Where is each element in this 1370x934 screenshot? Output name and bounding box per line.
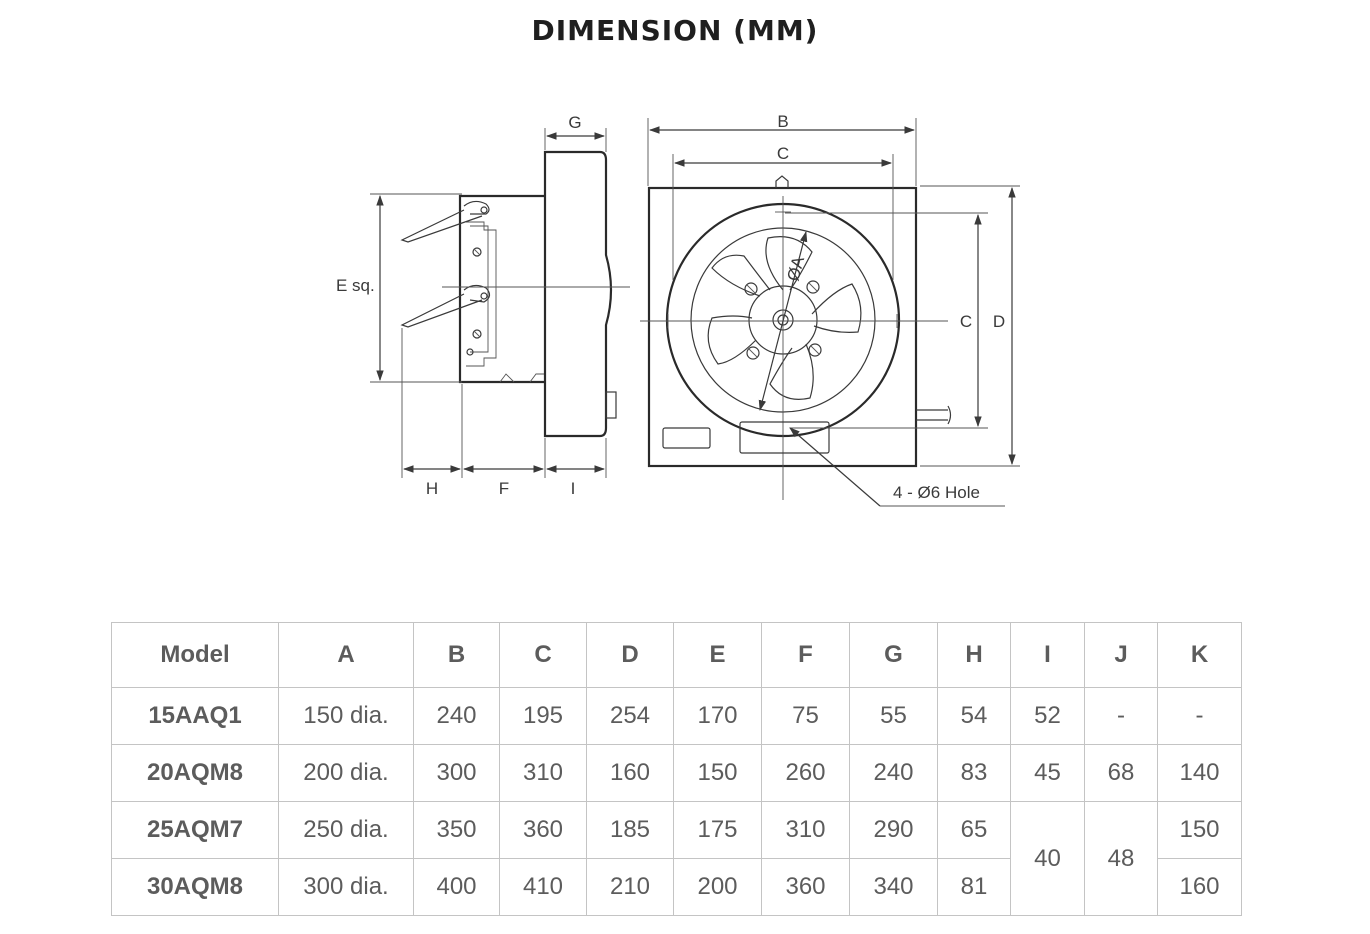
table-row: 30AQM8 300 dia. 400 410 210 200 360 340 … — [111, 858, 1242, 916]
header-i: I — [1010, 622, 1085, 688]
side-view: G E sq. H F I — [336, 113, 630, 498]
cell-c: 310 — [499, 744, 587, 802]
header-a: A — [278, 622, 414, 688]
g-label: G — [568, 113, 581, 132]
header-f: F — [761, 622, 850, 688]
table-row: 25AQM7 250 dia. 350 360 185 175 310 290 … — [111, 801, 1242, 916]
cell-i: 45 — [1010, 744, 1085, 802]
header-j: J — [1084, 622, 1158, 688]
header-e: E — [673, 622, 762, 688]
cell-e: 175 — [673, 801, 762, 859]
cell-d: 254 — [586, 687, 674, 745]
header-d: D — [586, 622, 674, 688]
header-g: G — [849, 622, 938, 688]
cell-k: 140 — [1157, 744, 1242, 802]
d-label: D — [993, 312, 1005, 331]
cell-d: 210 — [586, 858, 674, 916]
cell-f: 75 — [761, 687, 850, 745]
cell-g: 55 — [849, 687, 938, 745]
fan-dimension-drawing: G E sq. H F I — [336, 112, 1020, 507]
cell-c: 360 — [499, 801, 587, 859]
cell-g: 290 — [849, 801, 938, 859]
f-label: F — [499, 479, 509, 498]
table-row: 15AAQ1 150 dia. 240 195 254 170 75 55 54… — [111, 687, 1242, 745]
cell-g: 240 — [849, 744, 938, 802]
cell-model: 15AAQ1 — [111, 687, 279, 745]
cell-h: 81 — [937, 858, 1011, 916]
dimension-table: Model A B C D E F G H I J K 15AAQ1 150 d… — [111, 622, 1242, 916]
front-view: ØA B C C D 4 - Ø6 Hole — [640, 112, 1020, 507]
cell-j: 68 — [1084, 744, 1158, 802]
cell-h: 54 — [937, 687, 1011, 745]
header-model: Model — [111, 622, 279, 688]
cell-j-merged: 48 — [1084, 801, 1158, 916]
header-b: B — [413, 622, 500, 688]
cell-i: 52 — [1010, 687, 1085, 745]
h-label: H — [426, 479, 438, 498]
c-top-label: C — [777, 144, 789, 163]
hole-label: 4 - Ø6 Hole — [893, 483, 980, 502]
cell-f: 310 — [761, 801, 850, 859]
header-h: H — [937, 622, 1011, 688]
i-label: I — [571, 479, 576, 498]
cell-e: 200 — [673, 858, 762, 916]
cell-h: 65 — [937, 801, 1011, 859]
cell-e: 150 — [673, 744, 762, 802]
a-label: ØA — [784, 254, 809, 283]
cell-b: 350 — [413, 801, 500, 859]
cell-model: 20AQM8 — [111, 744, 279, 802]
cell-model: 30AQM8 — [111, 858, 279, 916]
table-header-row: Model A B C D E F G H I J K — [111, 622, 1242, 688]
b-label: B — [777, 112, 788, 131]
cell-d: 160 — [586, 744, 674, 802]
cell-b: 240 — [413, 687, 500, 745]
cell-a: 250 dia. — [278, 801, 414, 859]
fan-blades — [707, 236, 862, 400]
header-k: K — [1157, 622, 1242, 688]
cell-k: 160 — [1157, 858, 1242, 916]
cell-h: 83 — [937, 744, 1011, 802]
cell-e: 170 — [673, 687, 762, 745]
cell-f: 260 — [761, 744, 850, 802]
c-side-label: C — [960, 312, 972, 331]
e-label: E sq. — [336, 276, 375, 295]
table-row: 20AQM8 200 dia. 300 310 160 150 260 240 … — [111, 744, 1242, 802]
cell-a: 200 dia. — [278, 744, 414, 802]
cell-c: 410 — [499, 858, 587, 916]
cell-b: 300 — [413, 744, 500, 802]
header-c: C — [499, 622, 587, 688]
cell-b: 400 — [413, 858, 500, 916]
cell-model: 25AQM7 — [111, 801, 279, 859]
cell-j: - — [1084, 687, 1158, 745]
cell-a: 300 dia. — [278, 858, 414, 916]
cell-f: 360 — [761, 858, 850, 916]
page-title: DIMENSION (MM) — [531, 14, 819, 47]
cell-a: 150 dia. — [278, 687, 414, 745]
cell-k: - — [1157, 687, 1242, 745]
cell-i-merged: 40 — [1010, 801, 1085, 916]
cell-d: 185 — [586, 801, 674, 859]
cell-k: 150 — [1157, 801, 1242, 859]
cell-g: 340 — [849, 858, 938, 916]
cell-c: 195 — [499, 687, 587, 745]
